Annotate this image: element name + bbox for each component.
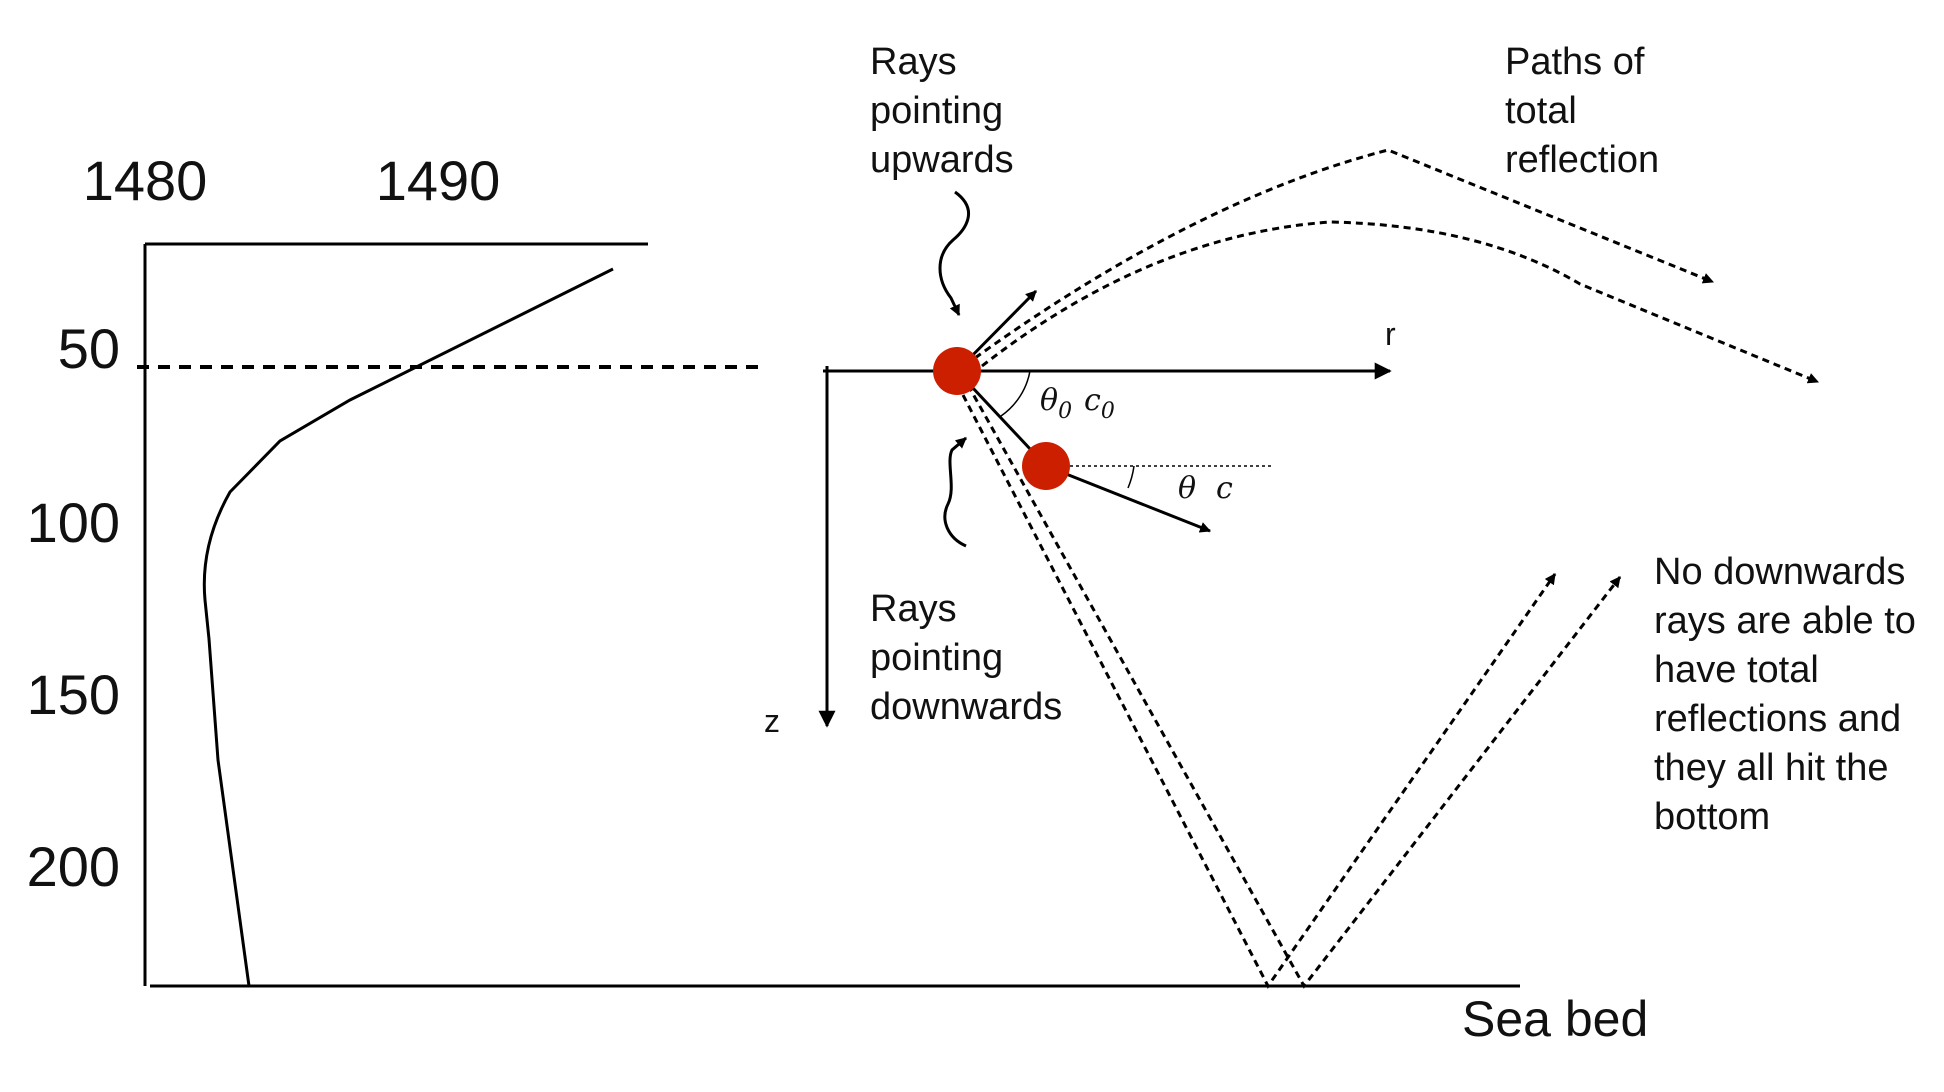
speed-tick-1480: 1480: [83, 149, 208, 212]
speed-tick-1490: 1490: [376, 149, 501, 212]
ray-geometry: θ0 c0 θ c: [933, 289, 1272, 533]
total-reflection-paths: [974, 148, 1820, 384]
no-downwards-line-2: rays are able to: [1654, 600, 1916, 642]
total-reflection-note: Paths of total reflection: [1505, 41, 1659, 181]
source-point-lower: [1022, 442, 1070, 490]
c0-label: c0: [1084, 383, 1115, 424]
rays-upwards-note: Rays pointing upwards: [870, 41, 1014, 316]
rays-downwards-line-3: downwards: [870, 686, 1062, 728]
r-axis-label: r: [1385, 316, 1396, 352]
theta-label: θ: [1178, 471, 1196, 506]
no-downwards-line-3: have total: [1654, 649, 1819, 691]
no-downwards-note: No downwards rays are able to have total…: [1654, 551, 1916, 838]
reflection-path-lower: [981, 220, 1820, 384]
rays-upwards-line-1: Rays: [870, 41, 957, 83]
ray-axes: r z: [764, 316, 1396, 739]
rays-downwards-line-2: pointing: [870, 637, 1003, 679]
theta0-angle-arc: [1000, 370, 1031, 417]
depth-tick-150: 150: [27, 663, 120, 726]
bottom-path-right: [966, 384, 1622, 989]
depth-tick-100: 100: [27, 491, 120, 554]
reflection-path-upper: [974, 148, 1715, 360]
total-reflection-line-1: Paths of: [1505, 41, 1645, 83]
depth-tick-200: 200: [27, 835, 120, 898]
theta0-subscript: 0: [1058, 399, 1072, 424]
rays-downwards-line-1: Rays: [870, 588, 957, 630]
downward-pointer-arrow: [943, 436, 967, 548]
total-reflection-line-3: reflection: [1505, 139, 1659, 181]
no-downwards-line-1: No downwards: [1654, 551, 1905, 593]
sound-speed-profile: 1480 1490 50 100 150 200: [27, 149, 760, 987]
rays-upwards-line-2: pointing: [870, 90, 1003, 132]
refracted-ray-arrow: [1045, 464, 1212, 533]
no-downwards-line-5: they all hit the: [1654, 747, 1888, 789]
rays-downwards-note: Rays pointing downwards: [870, 436, 1062, 728]
upward-pointer-arrow: [938, 190, 970, 316]
c-label: c: [1216, 471, 1233, 506]
bottom-path-left: [961, 394, 1557, 989]
no-downwards-line-6: bottom: [1654, 796, 1770, 838]
seabed: Sea bed: [150, 984, 1648, 1047]
no-downwards-line-4: reflections and: [1654, 698, 1901, 740]
bottom-hitting-paths: [961, 384, 1622, 989]
source-point-upper: [933, 347, 981, 395]
total-reflection-line-2: total: [1505, 90, 1577, 132]
sound-speed-curve: [202, 267, 614, 987]
theta0-label: θ0: [1040, 383, 1072, 424]
seabed-label: Sea bed: [1462, 991, 1648, 1047]
c0-symbol: c: [1084, 383, 1101, 418]
theta-angle-arc: [1127, 465, 1135, 489]
rays-upwards-line-3: upwards: [870, 139, 1014, 181]
theta0-symbol: θ: [1040, 383, 1058, 418]
c0-subscript: 0: [1101, 399, 1115, 424]
z-axis-label: z: [764, 703, 780, 739]
depth-tick-50: 50: [58, 317, 120, 380]
